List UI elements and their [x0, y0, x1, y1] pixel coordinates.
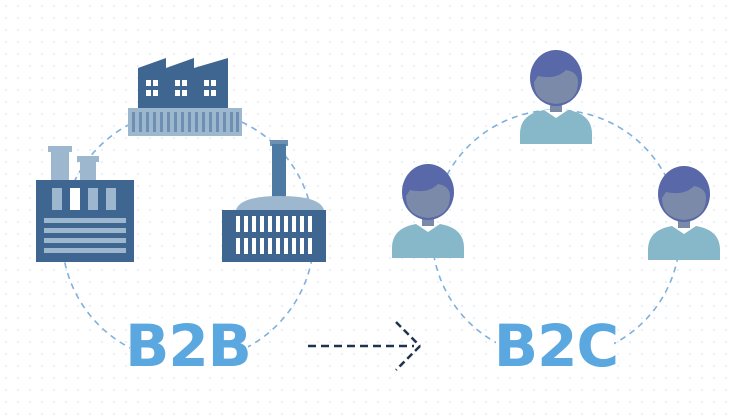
factory-icon: [36, 146, 134, 262]
b2c-label-backdrop: [496, 318, 614, 372]
b2b-label: B2B: [125, 312, 251, 380]
office-building-icon: [128, 58, 242, 136]
dashed-arrow-icon: [308, 321, 421, 371]
person-icon-left: [392, 164, 464, 258]
person-icon-top: [520, 50, 592, 144]
person-icon-right: [648, 166, 720, 260]
b2c-label: B2C: [494, 312, 618, 380]
b2b-label-backdrop: [130, 318, 248, 372]
chimney-factory-icon: [222, 140, 326, 262]
